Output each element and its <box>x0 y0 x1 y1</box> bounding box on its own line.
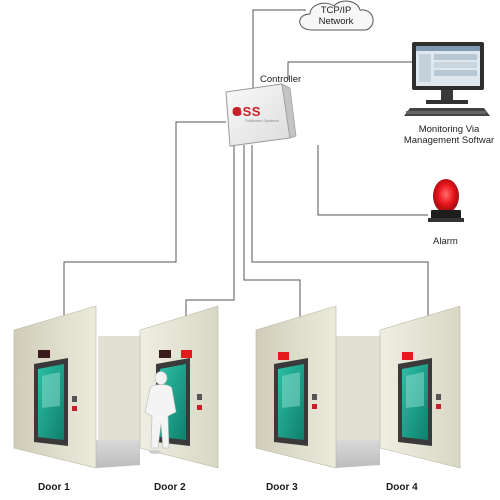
door-3-frame <box>274 352 317 446</box>
controller-label: Controller <box>260 74 302 85</box>
wire-controller-to-network <box>252 9 306 90</box>
controller-logo: GSS <box>232 104 261 119</box>
network-label: TCP/IP Network <box>314 5 358 27</box>
door-1-frame <box>34 350 77 446</box>
door-1-label: Door 1 <box>38 482 70 493</box>
monitoring-label-line2: Management Softwar <box>403 135 495 147</box>
alarm-label: Alarm <box>433 236 458 247</box>
network-wiring <box>63 9 429 355</box>
controller-logo-sub: Softbarex Systems <box>245 118 279 123</box>
door-2-label: Door 2 <box>154 482 186 493</box>
door-4-label: Door 4 <box>386 482 418 493</box>
network-label-line1: TCP/IP <box>320 5 352 16</box>
alarm-light-icon <box>428 179 464 222</box>
wire-controller-to-door3 <box>243 145 301 352</box>
monitoring-label: Monitoring Via Management Softwar <box>400 124 498 146</box>
wire-controller-to-door1 <box>63 121 226 355</box>
controller-box <box>225 83 297 147</box>
wire-controller-to-alarm <box>317 145 428 216</box>
wire-controller-to-door4 <box>251 145 429 352</box>
door-3-label: Door 3 <box>266 482 298 493</box>
network-label-line2: Network <box>318 16 354 28</box>
door-4-frame <box>398 352 441 446</box>
cloud-icon <box>299 0 374 31</box>
person-figure <box>144 371 177 454</box>
computer-icon <box>404 42 490 116</box>
wire-controller-to-pc <box>287 61 420 80</box>
monitoring-label-line1: Monitoring Via <box>418 124 480 135</box>
